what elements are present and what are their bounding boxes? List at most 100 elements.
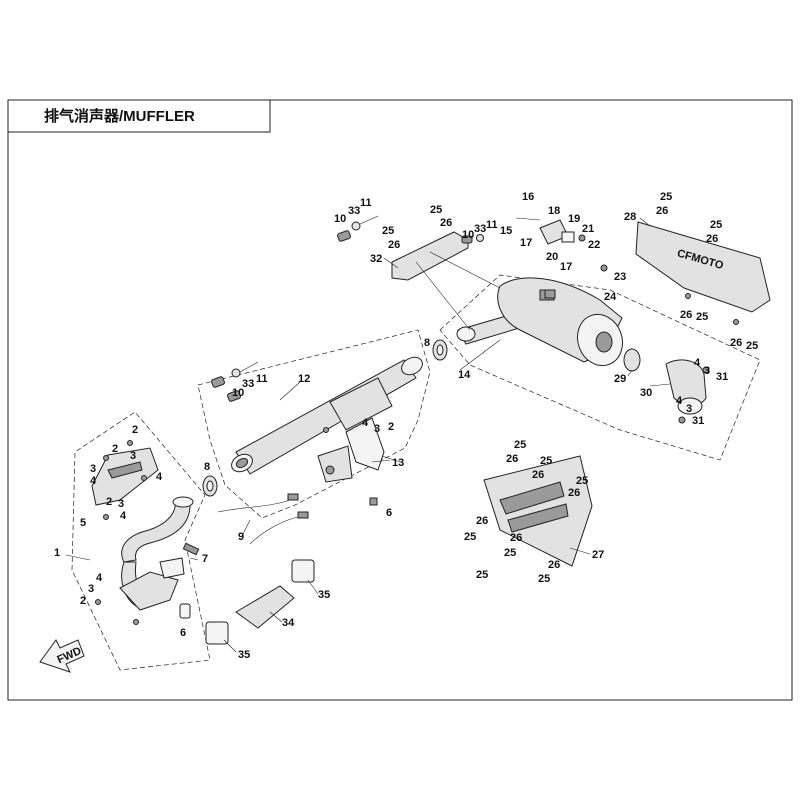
callout: 3	[374, 423, 380, 435]
callout: 33	[242, 378, 254, 390]
callout: 16	[522, 191, 534, 203]
callout: 29	[614, 373, 626, 385]
spring-item-10-upper	[337, 230, 351, 242]
callout: 11	[256, 373, 268, 385]
head-pipe	[121, 499, 191, 563]
bolt-item-6	[369, 497, 378, 506]
muffler-group-outline	[439, 274, 761, 461]
callout-labels: 1 2 3 4 5 2 3 4 2 3 4 2 3 4 6 7 8 9 10 3…	[54, 191, 758, 661]
callout: 2	[80, 595, 86, 607]
leader	[569, 547, 591, 555]
screw	[323, 427, 329, 433]
callout: 25	[746, 340, 758, 352]
gasket-item-8-lower-hole	[206, 480, 214, 492]
callout: 4	[676, 395, 683, 407]
side-heat-shield-louver	[499, 481, 565, 515]
hanger-link	[415, 261, 471, 331]
bolt-item-23	[600, 264, 608, 272]
side-heat-shield	[483, 455, 593, 567]
screw	[733, 319, 739, 325]
callout: 4	[90, 475, 97, 487]
callout: 6	[386, 507, 392, 519]
bolt-item-6-lower	[179, 603, 191, 619]
callout: 9	[238, 531, 244, 543]
side-heat-shield-louver-2	[507, 503, 569, 533]
loose-parts	[205, 559, 315, 645]
leader-lines	[65, 217, 671, 653]
callout: 26	[532, 469, 544, 481]
callout: 6	[180, 627, 186, 639]
callout: 25	[538, 573, 550, 585]
callout: 3	[130, 450, 136, 462]
callout: 12	[298, 373, 310, 385]
screw	[702, 366, 710, 374]
hanger-hole	[325, 465, 335, 475]
leader	[307, 579, 319, 595]
callout: 25	[504, 547, 516, 559]
callout: 31	[692, 415, 704, 427]
callout: 18	[548, 205, 560, 217]
callout: 28	[624, 211, 636, 223]
callout: 23	[614, 271, 626, 283]
callout: 4	[96, 572, 103, 584]
callout: 3	[686, 403, 692, 415]
muffler-group	[439, 274, 761, 461]
callout: 34	[282, 617, 295, 629]
callout: 3	[88, 583, 94, 595]
callout: 10	[232, 387, 244, 399]
callout: 25	[710, 219, 722, 231]
callout: 2	[388, 421, 394, 433]
callout: 32	[370, 253, 382, 265]
top-heat-shield-group: CFMOTO	[635, 221, 771, 325]
leader	[381, 455, 401, 463]
callout: 4	[362, 417, 369, 429]
callout: 25	[696, 311, 708, 323]
upper-heat-shield-slot	[107, 461, 143, 479]
callout: 13	[392, 457, 404, 469]
fwd-arrow: FWD	[39, 639, 85, 673]
screw	[95, 599, 101, 605]
muffler-inlet-flange	[456, 326, 476, 342]
callout: 4	[156, 471, 163, 483]
callout: 2	[132, 424, 138, 436]
muffler-outlet	[595, 331, 613, 353]
callout: 26	[440, 217, 452, 229]
bushing-item-19	[561, 231, 575, 243]
catalyst-body	[329, 377, 393, 431]
callout: 26	[388, 239, 400, 251]
callout: 1	[54, 547, 60, 559]
insulation-pad-item-34	[235, 585, 295, 629]
callout: 4	[694, 357, 701, 369]
middle-pipe-outlet-flange	[401, 356, 423, 376]
leader	[269, 611, 283, 623]
callout: 2	[112, 443, 118, 455]
spring-item-10	[211, 376, 225, 388]
spring-set-middle	[211, 361, 259, 402]
lower-heat-shield	[119, 571, 179, 611]
rear-hanger-group	[337, 215, 501, 331]
washer-item-33	[231, 368, 241, 378]
callout: 25	[430, 204, 442, 216]
callout: 35	[318, 589, 330, 601]
callout: 5	[80, 517, 86, 529]
fwd-arrow-shape	[39, 639, 85, 673]
callout: 26	[506, 453, 518, 465]
side-heat-shield-group	[483, 455, 593, 567]
callout: 26	[706, 233, 718, 245]
screw	[103, 455, 109, 461]
callout: 25	[660, 191, 672, 203]
callout: 25	[476, 569, 488, 581]
bolt-item-11-upper	[359, 215, 379, 225]
leader	[279, 381, 301, 401]
callout: 11	[486, 219, 498, 231]
callout: 30	[640, 387, 652, 399]
leader	[241, 519, 251, 537]
callout: 11	[360, 197, 372, 209]
leader	[371, 459, 391, 463]
bolt-item-16	[515, 217, 541, 221]
callout: 21	[582, 223, 594, 235]
callout: 22	[588, 239, 600, 251]
hanger-link-2	[429, 251, 501, 289]
head-pipe-bracket	[159, 557, 185, 579]
spring-item-10b	[227, 390, 241, 402]
